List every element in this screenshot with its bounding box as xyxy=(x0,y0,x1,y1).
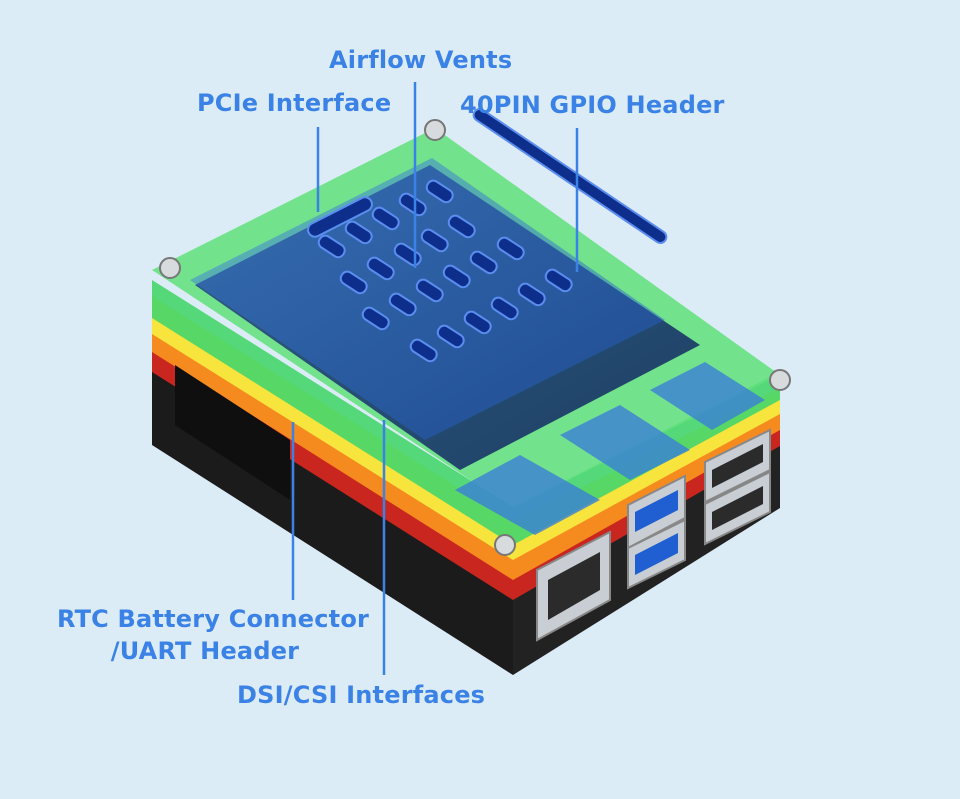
label-rtc-battery-uart: RTC Battery Connector /UART Header xyxy=(57,603,370,667)
label-gpio-header: 40PIN GPIO Header xyxy=(460,91,725,119)
port-cutout-ethernet xyxy=(455,455,600,535)
port-cutout-usb-2 xyxy=(650,362,765,430)
airflow-vents xyxy=(307,179,573,363)
gpio-slot xyxy=(472,108,668,244)
screw-icon xyxy=(159,119,791,556)
ethernet-port-icon xyxy=(536,530,611,642)
label-dsi-csi-interfaces: DSI/CSI Interfaces xyxy=(237,681,486,709)
port-cutout-usb-1 xyxy=(560,405,690,480)
usb-port-icon xyxy=(627,428,771,590)
label-rtc-battery-line1: RTC Battery Connector xyxy=(57,605,370,633)
label-pcie-interface: PCIe Interface xyxy=(197,89,392,117)
label-rtc-battery-line2: /UART Header xyxy=(110,637,300,665)
side-openings xyxy=(175,365,290,500)
leader-lines xyxy=(291,82,579,675)
label-airflow-vents: Airflow Vents xyxy=(329,46,513,74)
